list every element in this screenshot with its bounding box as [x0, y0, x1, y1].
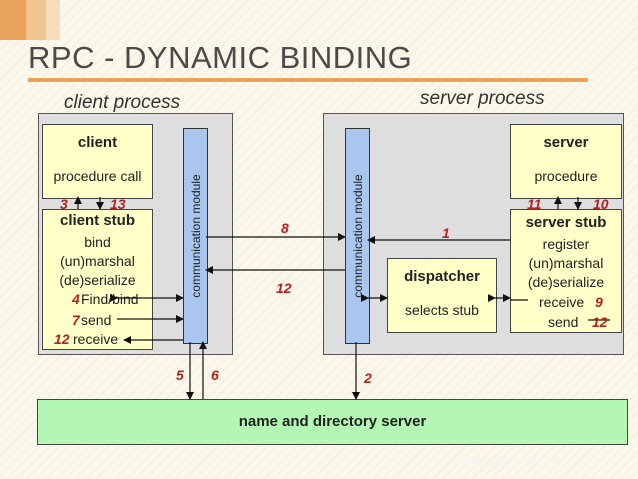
- server-heading: server: [543, 134, 589, 151]
- client-heading: client: [77, 134, 118, 151]
- step-number: 4: [72, 291, 80, 307]
- step-number: 11: [527, 196, 542, 212]
- step-number: 2: [364, 370, 372, 386]
- client-stub-line: bind: [84, 234, 111, 250]
- server-process-label: server process: [420, 88, 545, 109]
- step-number: 10: [593, 196, 609, 212]
- step-number: 8: [281, 220, 289, 236]
- step-number: 13: [110, 196, 126, 212]
- client-process-label: client process: [64, 92, 181, 113]
- step-number: 3: [60, 196, 68, 212]
- server-stub-line: send: [548, 314, 579, 330]
- client-stub-line: (de)serialize: [59, 272, 136, 288]
- dispatcher-heading: dispatcher: [404, 268, 480, 285]
- client-stub-heading: client stub: [59, 212, 135, 229]
- client-stub-line: (un)marshal: [60, 253, 135, 269]
- client-communication-module: communication module: [183, 128, 208, 344]
- client-box: client procedure call: [42, 124, 153, 199]
- step-number: 5: [176, 367, 184, 383]
- client-text: procedure call: [53, 168, 142, 184]
- dispatcher-text: selects stub: [405, 302, 479, 318]
- step-number: 12: [592, 314, 608, 330]
- server-stub-box: server stub register (un)marshal (de)ser…: [510, 209, 622, 333]
- step-number: 9: [595, 294, 603, 310]
- client-stub-line: receive: [73, 331, 119, 347]
- step-number: 12: [276, 280, 292, 296]
- corner-decoration: [26, 0, 46, 40]
- slide-title: RPC - DYNAMIC BINDING: [28, 40, 413, 75]
- dispatcher-box: dispatcher selects stub: [387, 258, 497, 333]
- server-stub-line: (un)marshal: [528, 255, 604, 271]
- server-stub-heading: server stub: [525, 214, 607, 231]
- corner-decoration: [0, 0, 26, 40]
- server-box: server procedure: [510, 124, 622, 199]
- server-stub-line: receive: [539, 294, 585, 310]
- corner-decoration: [46, 0, 60, 40]
- client-stub-box: client stub bind (un)marshal (de)seriali…: [42, 209, 153, 350]
- server-stub-line: (de)serialize: [527, 274, 605, 290]
- name-directory-server-box: name and directory server: [37, 399, 628, 445]
- server-text: procedure: [534, 168, 598, 184]
- step-number: 1: [442, 225, 450, 241]
- server-stub-line: register: [542, 236, 590, 252]
- step-number: 6: [211, 367, 219, 383]
- title-underline: [28, 78, 588, 82]
- author-footer: Wolfgang Gassler, Eva: [456, 458, 564, 469]
- client-stub-line: send: [81, 312, 112, 328]
- step-number: 12: [54, 331, 70, 347]
- step-number: 7: [72, 312, 80, 328]
